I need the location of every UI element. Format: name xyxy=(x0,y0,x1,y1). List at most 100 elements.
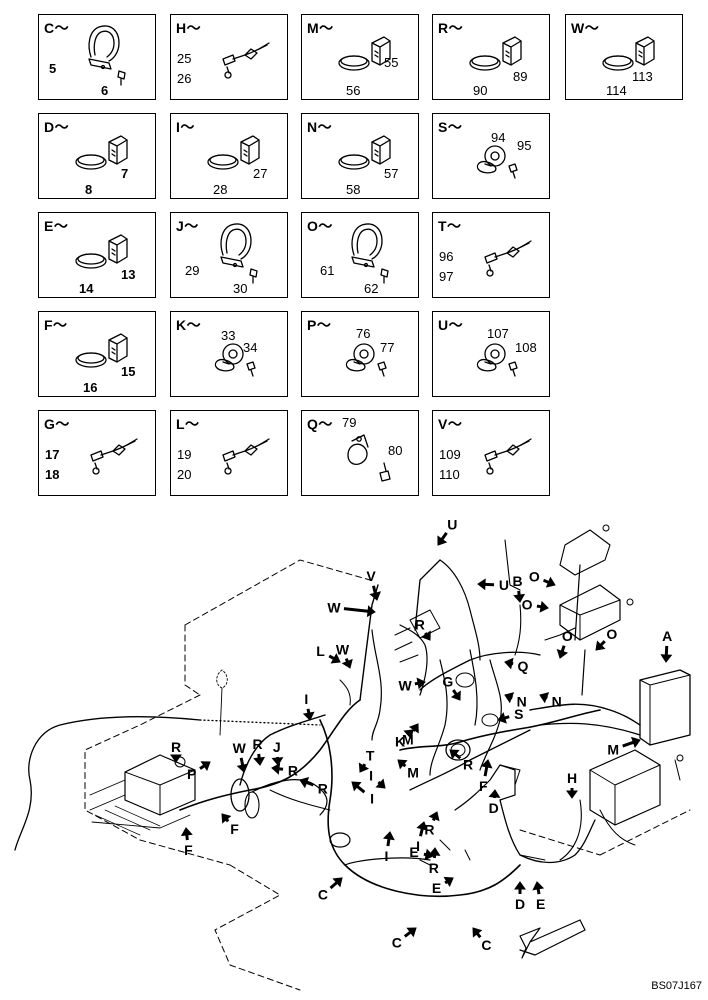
part-number: 20 xyxy=(177,467,192,482)
callout-arrow-head xyxy=(358,762,370,773)
ring-part-icon xyxy=(345,343,387,377)
clip-part-icon xyxy=(75,333,128,368)
callout-label: U xyxy=(447,517,457,533)
part-number: 17 xyxy=(45,447,60,462)
part-number: 8 xyxy=(85,182,93,197)
callout-label: H xyxy=(567,770,577,786)
callout-arrow-head xyxy=(504,692,515,704)
callout-arrow-shaft xyxy=(185,834,189,841)
callout-arrow-head xyxy=(660,654,673,663)
callout-arrow-head xyxy=(539,600,549,613)
callout-arrow-shaft xyxy=(418,828,424,837)
pclip-part-icon xyxy=(347,434,391,482)
callout-arrow-head xyxy=(236,763,249,773)
cell-key-label: V～ xyxy=(438,416,463,432)
callout-arrow-head xyxy=(369,591,381,601)
callout-arrow-head xyxy=(443,876,454,888)
part-cell-1: H～ 25 26 xyxy=(170,14,288,100)
callout-label: A xyxy=(662,628,672,644)
band-part-icon xyxy=(220,223,258,284)
clip-part-icon xyxy=(338,36,391,71)
part-number: 96 xyxy=(439,249,454,264)
callout-arrow-head xyxy=(513,593,526,603)
part-number: 25 xyxy=(177,51,192,66)
callout-arrow-head xyxy=(630,736,641,749)
callout-arrow-head xyxy=(341,658,353,669)
part-number: 113 xyxy=(632,69,653,84)
part-number: 18 xyxy=(45,467,60,482)
part-number: 61 xyxy=(320,263,335,278)
part-number: 90 xyxy=(473,83,488,98)
callout-label: M xyxy=(407,765,419,781)
part-number: 26 xyxy=(177,71,192,86)
callout-arrow-shaft xyxy=(356,785,366,794)
cell-key-label: L～ xyxy=(176,416,200,432)
part-cell-14: K～ 33 34 xyxy=(170,311,288,397)
callout-arrow-head xyxy=(595,640,606,651)
part-number: 33 xyxy=(221,328,236,343)
callout-label: N xyxy=(552,693,562,709)
callout-arrow-head xyxy=(477,578,486,591)
callout-arrow-shaft xyxy=(440,532,448,541)
part-number: 34 xyxy=(243,340,258,355)
callout-label: R xyxy=(463,756,473,772)
callout-arrow-shaft xyxy=(403,931,412,938)
wire-part-icon xyxy=(484,438,532,475)
clip-part-icon xyxy=(207,135,260,170)
callout-arrow-head xyxy=(450,690,461,701)
part-cell-4: W～ 113 114 xyxy=(565,14,683,100)
part-number: 58 xyxy=(346,182,361,197)
cell-key-label: C～ xyxy=(44,20,70,36)
callout-arrow-head xyxy=(545,576,556,588)
callout-arrow-head xyxy=(532,881,545,891)
callout-arrow-head xyxy=(488,789,501,798)
callout-arrow-head xyxy=(299,776,310,789)
callout-arrow-head xyxy=(366,605,376,618)
callout-arrow-shaft xyxy=(452,689,458,696)
callout-arrow-shaft xyxy=(328,654,335,660)
callout-arrow-head xyxy=(416,677,426,690)
callout-arrow-head xyxy=(428,847,441,856)
callout-arrow-shaft xyxy=(542,578,550,584)
cell-key-label: W～ xyxy=(571,20,600,36)
cell-key-label: R～ xyxy=(438,20,464,36)
part-number: 16 xyxy=(83,380,98,395)
callout-label: F xyxy=(230,821,239,837)
callout-arrow-head xyxy=(375,778,386,789)
callout-label: R xyxy=(171,739,181,755)
callout-arrow-head xyxy=(428,811,440,822)
part-number: 114 xyxy=(606,83,627,98)
callout-label: R xyxy=(252,736,262,752)
callout-arrow-head xyxy=(200,761,211,772)
cell-key-label: F～ xyxy=(44,317,68,333)
callout-arrow-shaft xyxy=(622,740,634,748)
cell-key-label: T～ xyxy=(438,218,462,234)
cell-key-label: H～ xyxy=(176,20,202,36)
ring-part-icon xyxy=(476,145,518,179)
clip-part-icon xyxy=(469,36,522,71)
part-number: 79 xyxy=(342,415,357,430)
cell-key-label: N～ xyxy=(307,119,333,135)
cell-key-label: S～ xyxy=(438,119,463,135)
callout-label: W xyxy=(398,678,412,694)
wire-part-icon xyxy=(484,240,532,277)
clip-part-icon xyxy=(602,36,655,71)
cell-key-label: M～ xyxy=(307,20,334,36)
callout-label: N xyxy=(517,693,527,709)
callout-arrow-head xyxy=(420,630,431,641)
callout-label: G xyxy=(442,674,453,690)
callout-label: R xyxy=(429,860,439,876)
cell-key-label: K～ xyxy=(176,317,202,333)
callout-label: I xyxy=(384,848,388,864)
callout-arrow-shaft xyxy=(483,766,489,777)
cell-key-label: E～ xyxy=(44,218,69,234)
callout-arrow-head xyxy=(180,827,193,837)
callout-arrow-shaft xyxy=(239,757,245,766)
